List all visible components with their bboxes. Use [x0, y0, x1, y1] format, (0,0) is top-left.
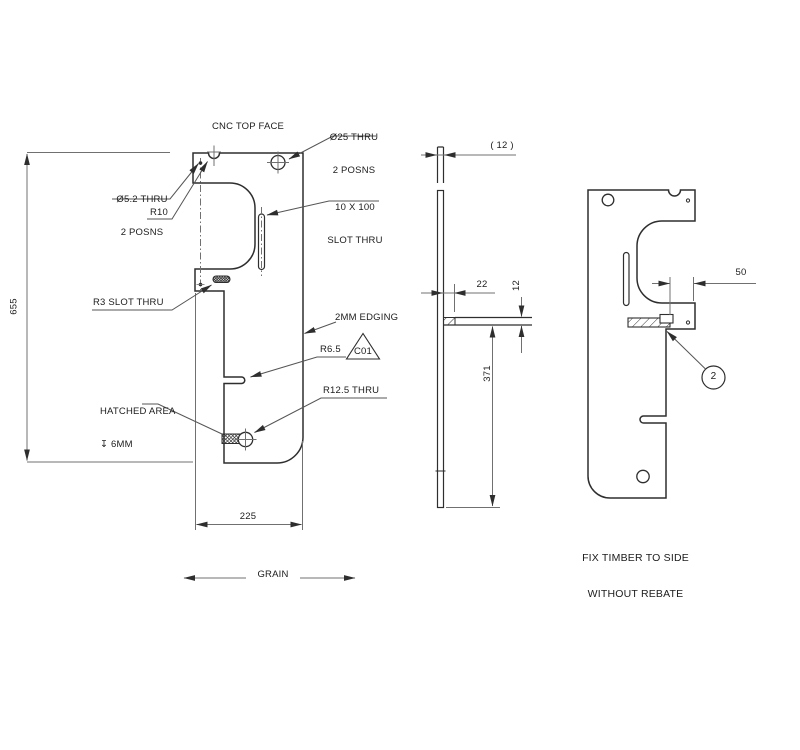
r125-label: R12.5 THRU: [323, 385, 380, 396]
dim-655-text: 655: [8, 298, 20, 315]
slot-10x100: [257, 207, 266, 276]
leaders: [92, 135, 706, 435]
hatched-area: [221, 428, 257, 451]
timber-section: [443, 317, 456, 326]
timber-bar: [627, 313, 674, 328]
cnc-top-face-label: CNC TOP FACE: [212, 121, 285, 132]
rear-view-outline: [587, 189, 696, 499]
dim-12ref-text: ( 12 ): [490, 140, 514, 151]
slot-line2: SLOT THRU: [327, 235, 383, 246]
leader-r65: [250, 356, 346, 378]
edging-label: 2MM EDGING: [335, 312, 399, 323]
notch-centermark: [207, 145, 221, 166]
slot10x100-callout: 10 X 100 SLOT THRU: [326, 180, 384, 257]
hatched-area-callout: HATCHED AREA ↧ 6MM: [100, 384, 176, 461]
note-line2: WITHOUT REBATE: [587, 588, 684, 600]
side-view: [435, 146, 532, 509]
dia25-hole-rear: [601, 193, 615, 207]
fix-timber-note: FIX TIMBER TO SIDE WITHOUT REBATE: [573, 528, 698, 612]
dim-225-text: 225: [239, 511, 257, 522]
dia25-hole: [267, 151, 289, 174]
dia25-callout: Ø25 THRU 2 POSNS: [325, 110, 383, 187]
slot-10x100-rear: [622, 251, 630, 307]
dim-50-lines: [652, 277, 756, 315]
note-line1: FIX TIMBER TO SIDE: [582, 552, 689, 564]
leader-dia52: [112, 163, 199, 200]
c01-triangle-icon: [345, 332, 381, 360]
dia25-line1: Ø25 THRU: [329, 132, 379, 143]
r12-hole-rear: [636, 469, 650, 484]
front-view-outline: [192, 152, 304, 464]
leader-balloon: [666, 331, 706, 370]
leader-r10: [147, 161, 208, 220]
leader-dia25: [288, 135, 376, 160]
dia52-line2: 2 POSNS: [120, 227, 164, 238]
dim-12v-text: 12: [511, 280, 522, 291]
balloon-number: 2: [710, 371, 717, 382]
item-balloon: [701, 365, 726, 390]
c01-label: C01: [353, 346, 373, 357]
dia52-hole-rear-mid: [685, 320, 691, 325]
r3-slot-label: R3 SLOT THRU: [93, 297, 164, 308]
dim-225-lines: [195, 293, 303, 530]
dim-22-text: 22: [476, 279, 488, 290]
rear-view: [587, 189, 726, 499]
dimensions: [24, 152, 756, 581]
grain-label: GRAIN: [246, 569, 300, 580]
dim-50-text: 50: [735, 267, 747, 278]
r3-slot: [212, 275, 231, 284]
dim-22-lines: [421, 284, 495, 312]
dia52-line1: Ø5.2 THRU: [116, 194, 168, 205]
leader-slot10x100: [266, 200, 379, 216]
leader-r125: [254, 397, 387, 433]
dim-371-lines: [446, 326, 500, 508]
dia52-hole-rear-top: [685, 198, 691, 203]
dim-371-text: 371: [482, 365, 493, 382]
r10-label: R10: [150, 207, 169, 218]
hatched-line2: ↧ 6MM: [100, 439, 133, 450]
dia52-callout: Ø5.2 THRU 2 POSNS: [110, 172, 174, 249]
leader-r3: [92, 284, 212, 311]
hatched-line1: HATCHED AREA: [100, 406, 176, 417]
leader-hatched: [142, 403, 223, 435]
slot-line1: 10 X 100: [335, 202, 375, 213]
front-view: [192, 145, 304, 464]
dim-655-lines: [24, 152, 193, 463]
r65-label: R6.5: [320, 344, 341, 355]
dia25-line2: 2 POSNS: [332, 165, 376, 176]
leader-edging: [304, 321, 337, 334]
